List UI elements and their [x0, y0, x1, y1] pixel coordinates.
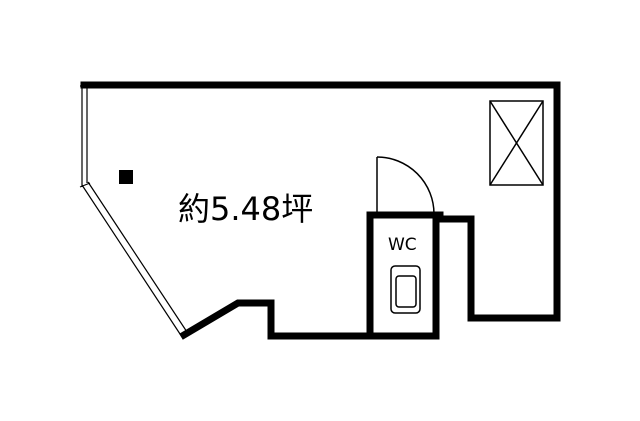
window-left: [79, 84, 188, 338]
wc-label: WC: [388, 235, 417, 255]
room-area-label: 約5.48坪: [178, 190, 313, 228]
storage-box: [489, 100, 544, 186]
pillar-marker: [119, 170, 133, 184]
exterior-walls: [80, 81, 561, 340]
toilet-icon: [390, 265, 421, 314]
wc-door: [376, 156, 435, 215]
